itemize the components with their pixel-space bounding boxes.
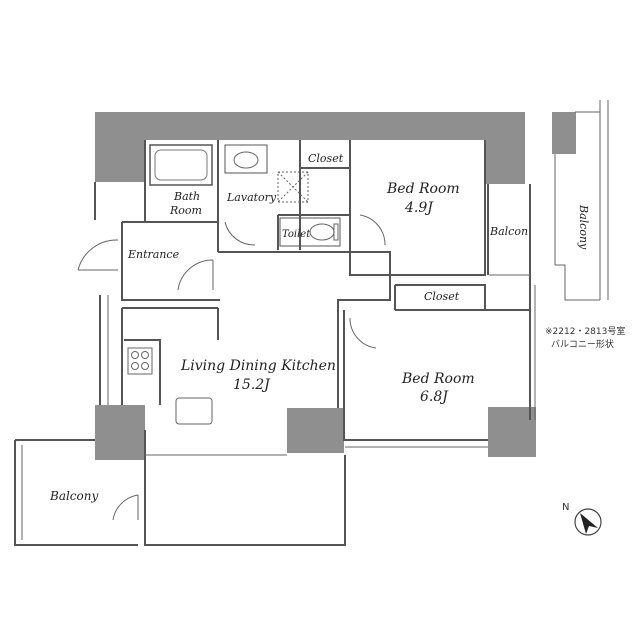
bedroom2-name: Bed Room: [401, 371, 475, 387]
toilet-fixture: [279, 217, 341, 247]
compass-label: N: [562, 502, 569, 513]
kitchen-sink: [175, 397, 213, 425]
lavatory-label: Lavatory: [226, 191, 277, 204]
ldk-size: 15.2J: [233, 377, 271, 393]
balcony-right-label: Balcony: [577, 204, 590, 250]
doors: [77, 214, 386, 521]
balcony-bottom-label: Balcony: [49, 489, 98, 503]
note-line-1: ※2212・2813号室: [545, 325, 625, 337]
stove: [127, 347, 153, 375]
bathtub: [149, 144, 213, 186]
bedroom2-size: 6.8J: [420, 389, 449, 405]
ldk-name: Living Dining Kitchen: [180, 358, 336, 374]
wall-lines: [14, 140, 531, 546]
toilet-label: Toilet: [282, 229, 311, 240]
washer-pan: [277, 171, 309, 203]
sink: [224, 144, 268, 174]
bath-room-label: Bath Room: [169, 190, 204, 217]
bedroom1-size: 4.9J: [404, 200, 434, 216]
closet-mid-label: Closet: [424, 290, 460, 303]
bedroom1-name: Bed Room: [386, 181, 460, 197]
entrance-label: Entrance: [127, 248, 180, 261]
walls: [95, 112, 576, 460]
balcony-small-label: Balcon: [489, 225, 528, 238]
note-line-2: バルコニー形状: [551, 338, 614, 350]
window-lines: [21, 100, 609, 540]
north-compass-icon: N: [562, 502, 602, 536]
closet-top-label: Closet: [308, 152, 344, 165]
